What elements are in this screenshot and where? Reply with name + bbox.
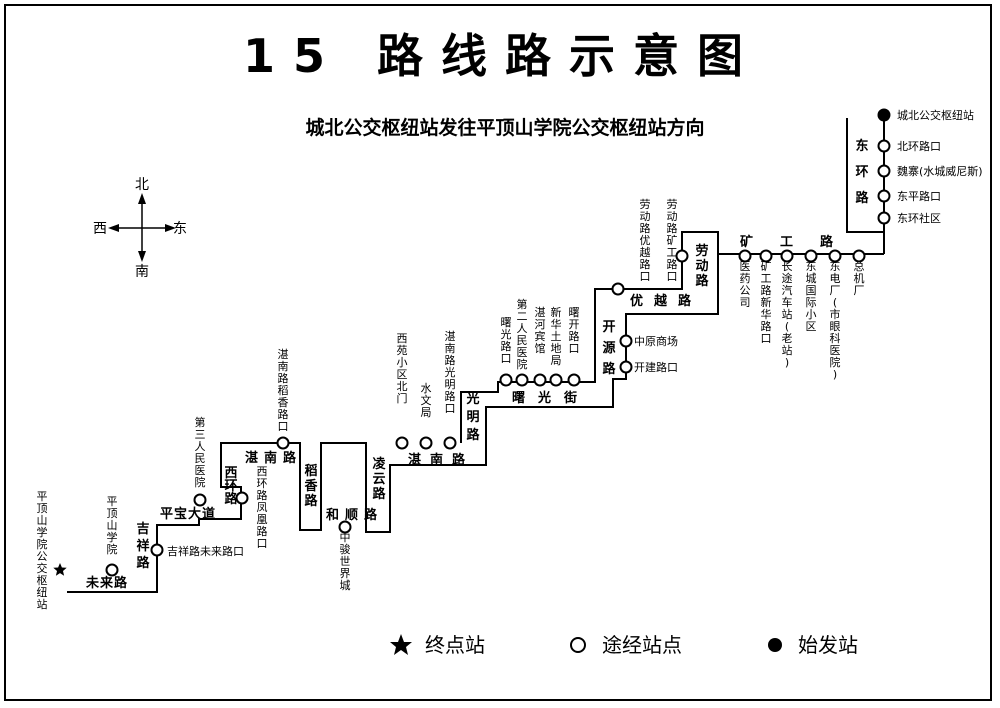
origin-station-marker — [877, 108, 891, 122]
station-marker — [675, 249, 689, 263]
compass-east: 东 — [173, 221, 187, 237]
station-label: 第三人民医院 — [195, 415, 206, 489]
station-label: 总机厂 — [854, 259, 865, 297]
legend-origin-icon — [768, 638, 782, 652]
road-label: 劳动路 — [695, 243, 709, 289]
station-label: 劳动路矿工路口 — [667, 198, 678, 283]
road-label: 和顺路 — [326, 507, 378, 523]
station-marker — [193, 493, 207, 507]
station-label: 湛河宾馆 — [535, 306, 546, 355]
map-frame — [4, 4, 992, 701]
road-label: 优越路 — [630, 293, 692, 309]
station-label: 劳动路优越路口 — [640, 198, 651, 283]
station-label: 东电厂(市眼科医院) — [830, 260, 841, 381]
road-label: 开源路 — [602, 320, 616, 377]
station-marker — [780, 249, 794, 263]
station-marker — [276, 436, 290, 450]
station-marker — [567, 373, 581, 387]
legend-terminal-icon — [390, 634, 412, 655]
station-marker — [619, 334, 633, 348]
station-label: 吉祥路未来路口 — [167, 544, 244, 558]
legend-via-label: 途经站点 — [602, 633, 682, 657]
station-label: 开建路口 — [634, 360, 678, 374]
station-label: 矿工路新华路口 — [761, 260, 772, 345]
compass-rose: 北 南 西 东 — [93, 177, 187, 280]
station-label: 湛南路稻香路口 — [278, 348, 289, 433]
station-marker — [804, 249, 818, 263]
station-marker — [395, 436, 409, 450]
station-label: 第二人民医院 — [517, 297, 528, 371]
east-arrow-icon — [165, 224, 176, 232]
station-marker — [443, 436, 457, 450]
road-label: 西环路 — [224, 466, 238, 507]
station-label: 平顶山学院公交枢纽站 — [37, 490, 48, 611]
compass-west: 西 — [93, 221, 107, 237]
station-marker — [877, 164, 891, 178]
station-marker — [611, 282, 625, 296]
road-label: 湛南路 — [408, 452, 466, 468]
station-label: 水文局 — [421, 382, 432, 419]
north-arrow-icon — [138, 193, 146, 204]
legend-via-icon — [570, 637, 586, 653]
station-marker — [877, 189, 891, 203]
station-marker — [828, 249, 842, 263]
station-label: 曙光路口 — [501, 316, 512, 365]
station-label: 魏寨(水城威尼斯) — [897, 164, 983, 178]
west-arrow-icon — [108, 224, 119, 232]
station-marker — [619, 360, 633, 374]
station-marker — [235, 491, 249, 505]
station-label: 中原商场 — [634, 334, 678, 348]
road-label: 矿工路 — [740, 234, 834, 250]
station-label: 曙开路口 — [569, 306, 580, 355]
road-label: 湛南路 — [245, 450, 297, 466]
station-label: 西环路凤凰路口 — [257, 465, 268, 550]
legend: 终点站 途经站点 始发站 — [390, 633, 858, 657]
station-label: 东城国际小区 — [806, 260, 817, 333]
south-arrow-icon — [138, 251, 146, 262]
station-marker — [150, 543, 164, 557]
station-marker — [515, 373, 529, 387]
road-label: 曙光街 — [512, 390, 577, 406]
station-label: 城北公交枢纽站 — [897, 108, 974, 122]
station-label: 医药公司 — [740, 260, 751, 309]
road-label: 东环路 — [855, 138, 869, 206]
station-marker — [852, 249, 866, 263]
station-label: 中骏世界城 — [340, 531, 351, 592]
road-label: 吉祥路 — [136, 522, 150, 571]
compass-south: 南 — [135, 264, 149, 280]
station-marker — [499, 373, 513, 387]
page-title: 15 路线路示意图 — [243, 29, 761, 83]
station-marker — [105, 563, 119, 577]
road-label: 光明路 — [465, 391, 480, 443]
station-label: 东环社区 — [897, 211, 941, 225]
station-label: 东平路口 — [897, 190, 941, 203]
road-label: 稻香路 — [303, 463, 318, 509]
road-label: 凌云路 — [372, 456, 386, 502]
station-marker — [549, 373, 563, 387]
station-marker — [419, 436, 433, 450]
station-marker — [533, 373, 547, 387]
station-marker — [338, 520, 352, 534]
road-label: 平宝大道 — [160, 506, 215, 522]
station-label: 湛南路光明路口 — [445, 330, 456, 415]
legend-origin-label: 始发站 — [798, 633, 858, 657]
station-marker — [738, 249, 752, 263]
terminal-station-icon — [53, 563, 67, 576]
station-label: 西苑小区北门 — [397, 332, 408, 405]
route-line-upper — [460, 231, 885, 443]
legend-terminal-label: 终点站 — [425, 633, 485, 657]
station-marker — [877, 139, 891, 153]
station-marker — [877, 211, 891, 225]
station-marker — [759, 249, 773, 263]
station-label: 新华土地局 — [551, 305, 562, 367]
station-label: 北环路口 — [897, 140, 941, 153]
station-label: 长途汽车站(老站) — [782, 260, 793, 369]
road-label: 未来路 — [85, 575, 128, 591]
route-direction: 城北公交枢纽站发往平顶山学院公交枢纽站方向 — [305, 116, 704, 139]
compass-north: 北 — [135, 177, 149, 193]
station-label: 平顶山学院 — [107, 495, 118, 556]
